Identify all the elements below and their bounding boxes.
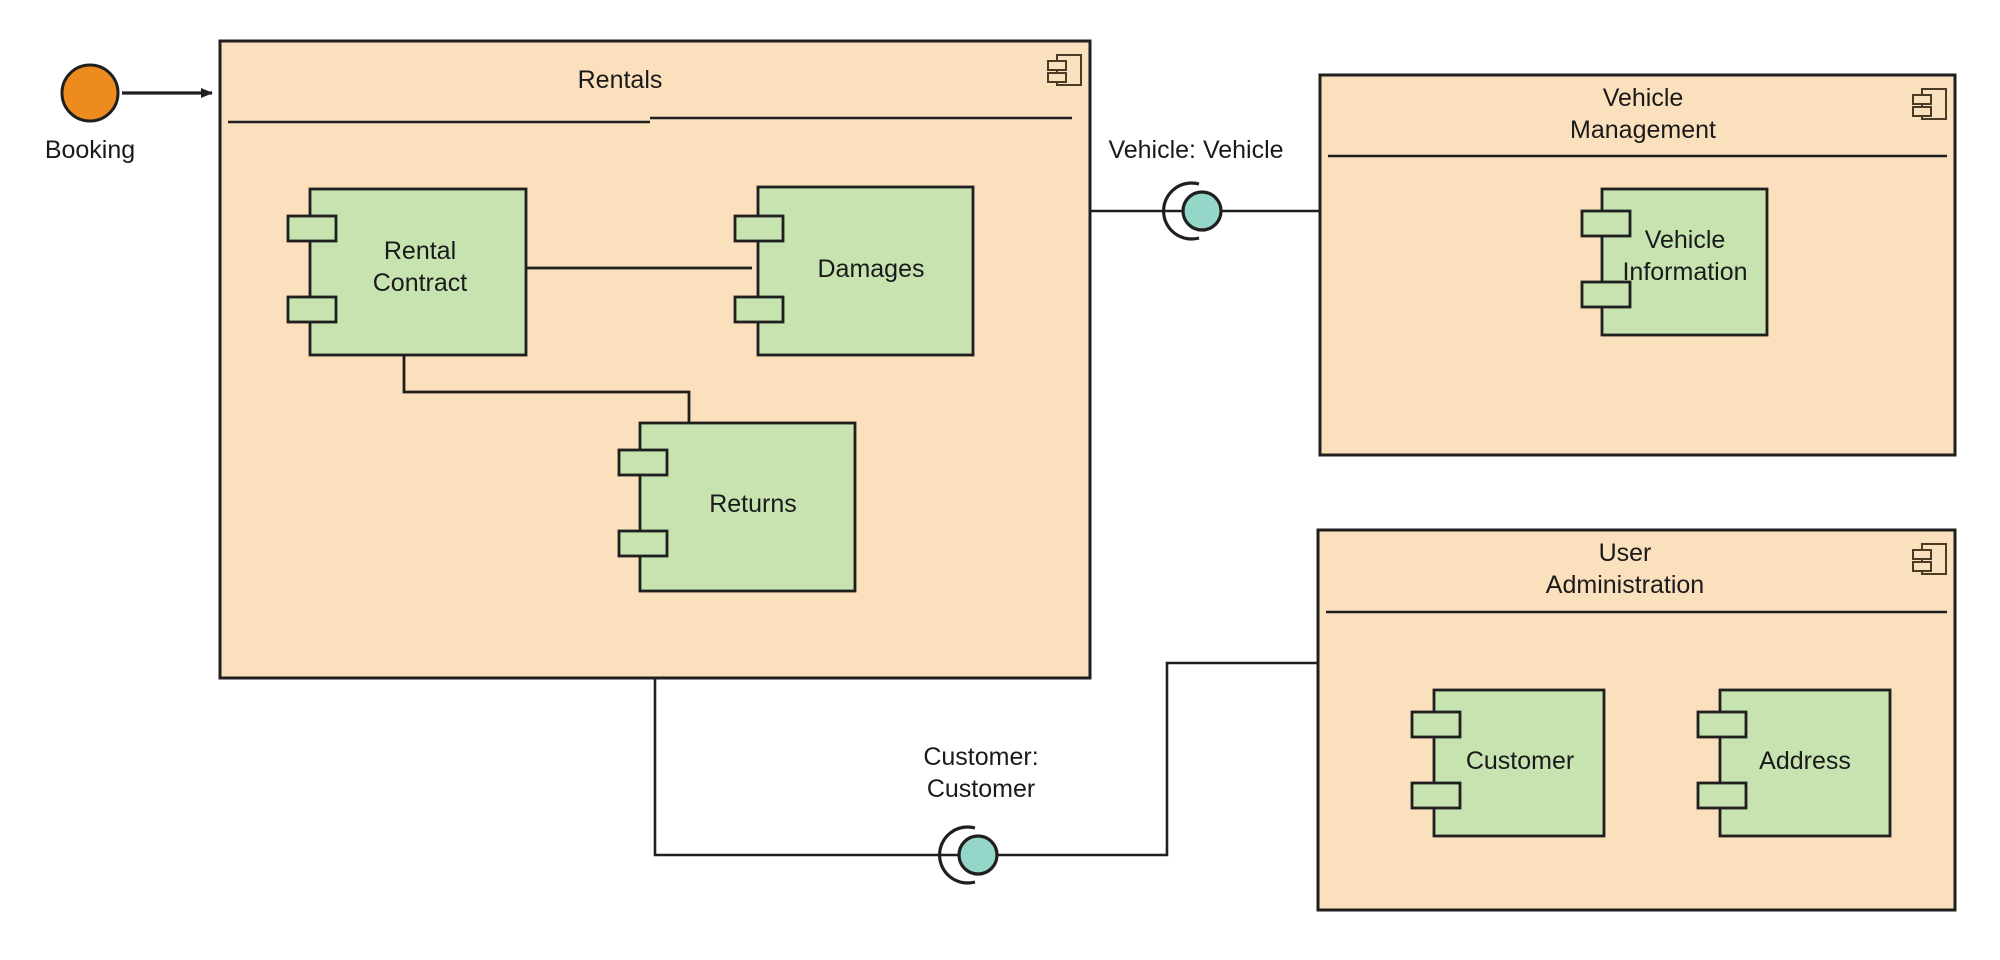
component-icon	[1912, 543, 1947, 575]
component-damages-label: Damages	[818, 255, 925, 283]
package-vehicle-management[interactable]: Vehicle Management Vehicle Information	[1318, 73, 1957, 457]
component-address[interactable]: Address	[1696, 688, 1892, 838]
ball-and-socket-icon	[937, 825, 999, 885]
interface-customer[interactable]: Customer: Customer	[923, 743, 1039, 885]
component-icon	[1912, 88, 1947, 120]
package-user-administration-title-line1: User	[1599, 539, 1652, 567]
connection-rental-contract-to-returns	[402, 355, 691, 423]
package-user-administration-title-line2: Administration	[1546, 571, 1704, 599]
component-damages[interactable]: Damages	[733, 185, 975, 357]
package-rentals-title: Rentals	[578, 66, 663, 94]
interface-booking-label: Booking	[45, 136, 135, 164]
interface-vehicle-label: Vehicle: Vehicle	[1108, 136, 1283, 164]
package-user-administration[interactable]: User Administration Customer Address	[1316, 528, 1957, 912]
package-rentals[interactable]: Rentals Rental Contract	[218, 39, 1092, 680]
package-vehicle-management-title-line2: Management	[1570, 116, 1716, 144]
component-rental-contract[interactable]: Rental Contract	[286, 187, 528, 357]
ball-and-socket-icon	[1161, 181, 1223, 241]
interface-vehicle[interactable]: Vehicle: Vehicle	[1108, 136, 1284, 241]
package-vehicle-management-title-line1: Vehicle	[1603, 84, 1684, 112]
filled-circle-icon	[60, 63, 120, 123]
connection-rentals-to-user-administration	[653, 661, 1318, 857]
component-vehicle-information[interactable]: Vehicle Information	[1580, 187, 1769, 337]
component-rental-contract-label-line2: Contract	[373, 269, 468, 297]
interface-customer-label-line1: Customer:	[923, 743, 1038, 771]
component-vehicle-information-label-line1: Vehicle	[1645, 226, 1726, 254]
component-user-customer-label: Customer	[1466, 747, 1574, 775]
component-user-customer[interactable]: Customer	[1410, 688, 1606, 838]
component-returns[interactable]: Returns	[617, 421, 857, 593]
interface-booking[interactable]: Booking	[45, 63, 135, 164]
component-returns-label: Returns	[709, 490, 797, 518]
component-vehicle-information-label-line2: Information	[1622, 258, 1747, 286]
component-address-label: Address	[1759, 747, 1851, 775]
interface-customer-label-line2: Customer	[927, 775, 1035, 803]
component-icon	[1047, 54, 1082, 86]
component-rental-contract-label-line1: Rental	[384, 237, 456, 265]
